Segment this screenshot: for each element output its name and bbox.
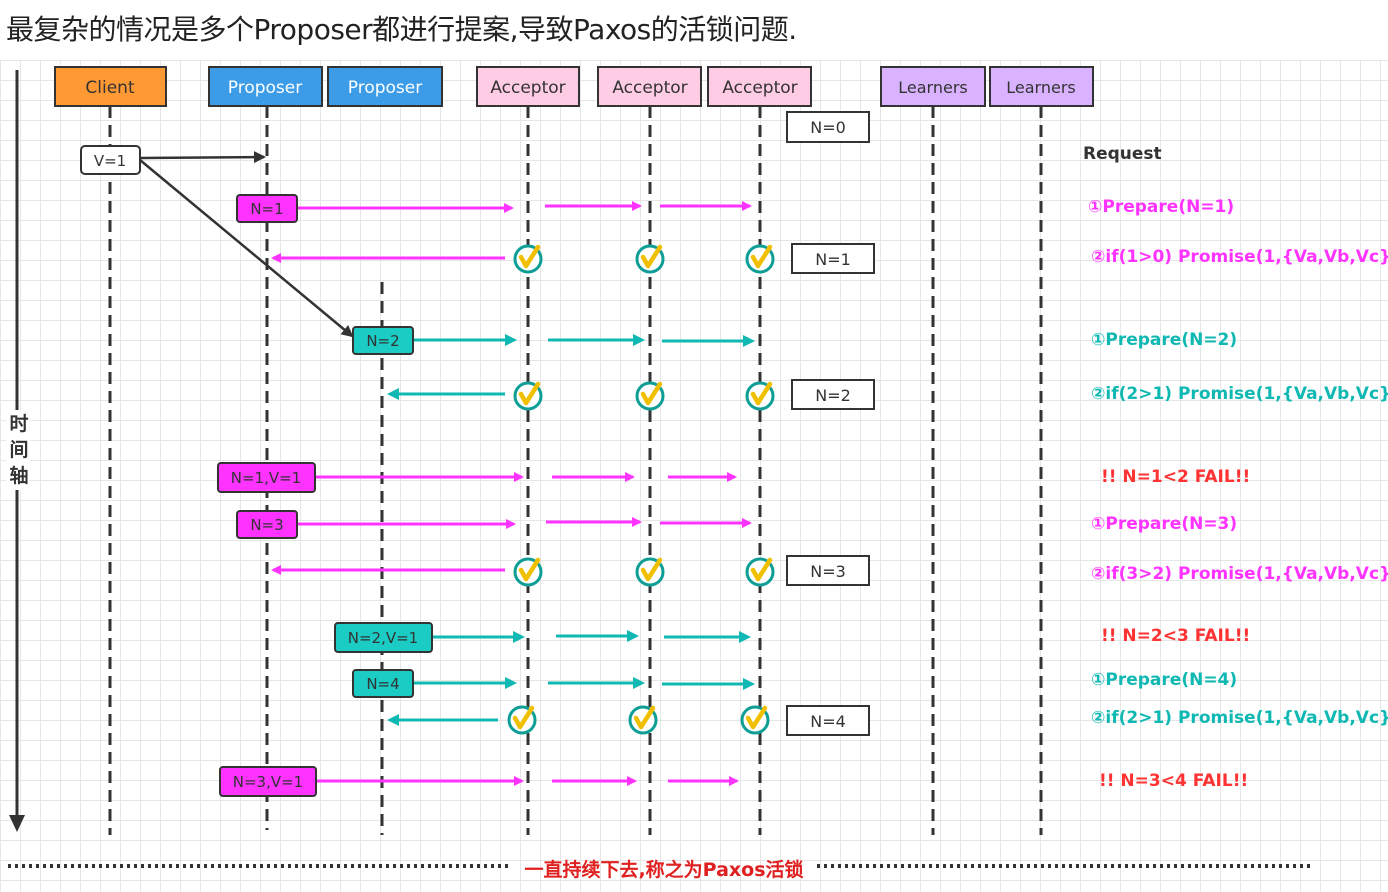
- role-label-proposer1: Proposer: [228, 78, 302, 98]
- time-axis: 时 间 轴: [6, 70, 30, 832]
- role-header-learner1: Learners: [880, 66, 986, 107]
- check-icon: [747, 383, 773, 409]
- footer-label: 一直持续下去,称之为Paxos活锁: [524, 858, 803, 881]
- check-icon: [637, 383, 663, 409]
- role-label-learner2: Learners: [1006, 78, 1075, 97]
- check-icon: [515, 559, 541, 585]
- role-label-client: Client: [85, 78, 135, 98]
- role-header-client: Client: [54, 66, 167, 107]
- svg-text:N=2,V=1: N=2,V=1: [348, 629, 418, 647]
- request-promise-n4: ②if(2>1) Promise(1,{Va,Vb,Vc}): [1091, 708, 1388, 728]
- time-axis-label-3: 轴: [9, 464, 28, 487]
- acceptor-state-n3: N=3: [786, 555, 870, 586]
- role-label-acceptor2: Acceptor: [612, 78, 687, 98]
- acceptor-state-n4: N=4: [786, 705, 870, 736]
- request-prepare-n2: ①Prepare(N=2): [1091, 330, 1237, 350]
- accept-n2-arrows: [432, 630, 751, 643]
- check-icon: [742, 707, 768, 733]
- role-header-acceptor3: Acceptor: [707, 66, 812, 107]
- acceptor-state-n0: N=0: [786, 111, 870, 143]
- page-title: 最复杂的情况是多个Proposer都进行提案,导致Paxos的活锁问题.: [6, 13, 797, 46]
- time-axis-label-2: 间: [9, 439, 28, 461]
- svg-text:N=4: N=4: [366, 675, 399, 693]
- prepare-n2-arrows: [413, 334, 755, 347]
- time-axis-label-1: 时: [9, 413, 28, 435]
- svg-text:N=4: N=4: [810, 712, 846, 731]
- message-n3-v1: N=3,V=1: [219, 766, 317, 797]
- check-icon: [747, 246, 773, 272]
- message-n3: N=3: [236, 510, 298, 539]
- request-fail-n1: !! N=1<2 FAIL!!: [1101, 467, 1250, 487]
- request-promise-n1: ②if(1>0) Promise(1,{Va,Vb,Vc}): [1091, 247, 1388, 267]
- prepare-n4-arrows: [413, 677, 755, 690]
- svg-text:N=2: N=2: [366, 332, 399, 350]
- message-n1: N=1: [236, 194, 298, 223]
- message-n2-v1: N=2,V=1: [334, 622, 433, 653]
- prepare-n1-arrows: [298, 201, 752, 213]
- role-header-proposer1: Proposer: [208, 66, 323, 107]
- check-icon: [637, 246, 663, 272]
- svg-text:V=1: V=1: [94, 152, 126, 170]
- request-column: Request ①Prepare(N=1) ②if(1>0) Promise(1…: [1083, 144, 1388, 791]
- svg-text:N=3,V=1: N=3,V=1: [233, 773, 303, 791]
- check-icon: [747, 559, 773, 585]
- request-fail-n2: !! N=2<3 FAIL!!: [1101, 626, 1250, 646]
- check-icon: [630, 707, 656, 733]
- role-label-acceptor3: Acceptor: [722, 78, 797, 98]
- request-prepare-n4: ①Prepare(N=4): [1091, 670, 1237, 690]
- message-n2: N=2: [352, 326, 414, 355]
- request-promise-n2: ②if(2>1) Promise(1,{Va,Vb,Vc}): [1091, 384, 1388, 404]
- client-arrows: [139, 151, 354, 338]
- svg-text:N=3: N=3: [810, 562, 846, 581]
- role-label-proposer2: Proposer: [348, 78, 422, 98]
- role-header-learner2: Learners: [989, 66, 1094, 107]
- check-icon: [637, 559, 663, 585]
- diagram-canvas: 时 间 轴 Client Proposer Proposer Acceptor …: [0, 60, 1388, 892]
- role-label-learner1: Learners: [898, 78, 967, 97]
- svg-text:N=1: N=1: [815, 250, 851, 269]
- check-icon: [515, 383, 541, 409]
- svg-text:N=1,V=1: N=1,V=1: [231, 469, 301, 487]
- role-header-acceptor2: Acceptor: [597, 66, 702, 107]
- acceptor-state-n1: N=1: [791, 243, 875, 274]
- message-n1-v1: N=1,V=1: [217, 462, 316, 493]
- client-message-box: V=1: [80, 145, 141, 175]
- request-promise-n3: ②if(3>2) Promise(1,{Va,Vb,Vc}): [1091, 564, 1388, 584]
- role-label-acceptor1: Acceptor: [490, 78, 565, 98]
- check-icon: [509, 707, 535, 733]
- svg-text:N=3: N=3: [250, 516, 283, 534]
- acceptor-state-n2: N=2: [791, 379, 875, 410]
- request-prepare-n1: ①Prepare(N=1): [1088, 197, 1234, 217]
- role-header-acceptor1: Acceptor: [476, 66, 580, 107]
- svg-text:N=1: N=1: [250, 200, 283, 218]
- sequence-diagram: 时 间 轴 Client Proposer Proposer Acceptor …: [6, 66, 1388, 881]
- svg-text:N=2: N=2: [815, 386, 851, 405]
- svg-text:N=0: N=0: [810, 118, 846, 137]
- message-n4: N=4: [352, 669, 414, 698]
- check-icon: [515, 246, 541, 272]
- request-fail-n3: !! N=3<4 FAIL!!: [1099, 771, 1248, 791]
- prepare-n3-arrows: [298, 517, 752, 529]
- role-header-proposer2: Proposer: [327, 66, 443, 107]
- request-prepare-n3: ①Prepare(N=3): [1091, 514, 1237, 534]
- footer-line: 一直持续下去,称之为Paxos活锁: [8, 858, 1310, 881]
- request-header: Request: [1083, 144, 1162, 164]
